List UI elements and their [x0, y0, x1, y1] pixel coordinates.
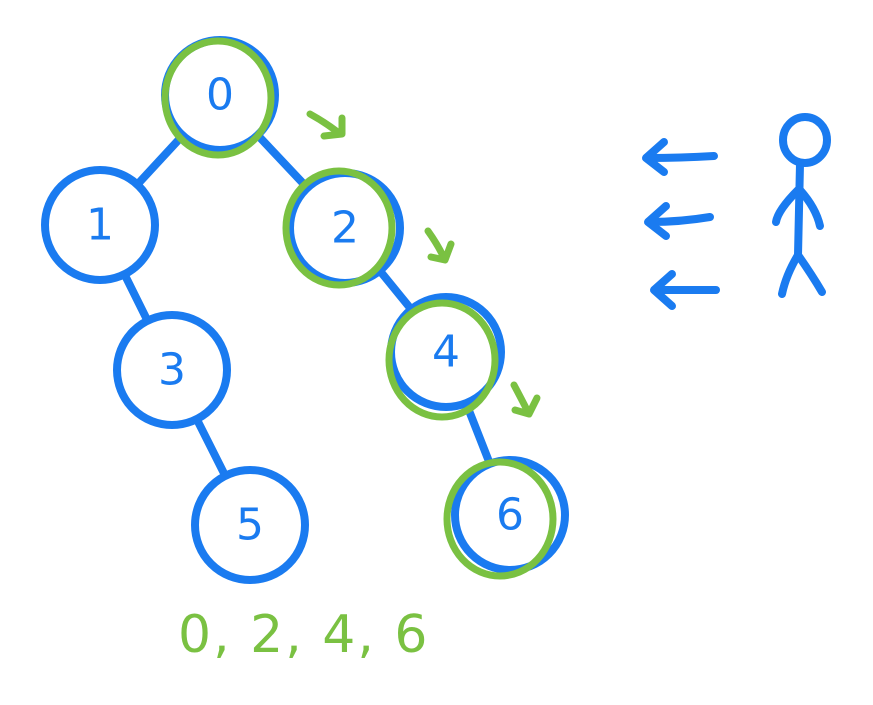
tree-node-6: 6 [455, 460, 565, 570]
viewing-arrows [646, 142, 716, 306]
node-label: 4 [432, 327, 460, 378]
stick-figure-icon [776, 117, 827, 294]
tree-node-3: 3 [117, 315, 227, 425]
tree-node-5: 5 [195, 470, 305, 580]
tree-edge-0-2 [258, 135, 308, 188]
tree-edge-2-4 [380, 271, 412, 310]
node-label: 2 [331, 203, 359, 254]
tree-nodes: 0 1 2 3 4 5 6 [45, 40, 565, 580]
node-label: 1 [86, 200, 114, 251]
node-label: 3 [158, 345, 186, 396]
node-label: 0 [206, 70, 234, 121]
left-arrow-icon [654, 274, 716, 306]
tree-edge-0-1 [137, 135, 182, 184]
left-arrow-icon [648, 206, 710, 236]
tree-edge-1-3 [124, 274, 147, 320]
tree-edge-3-5 [197, 419, 226, 476]
node-label: 6 [496, 490, 524, 541]
traversal-sequence: 0, 2, 4, 6 [178, 605, 430, 665]
node-label: 5 [236, 500, 264, 551]
arrow-4-to-6-icon [514, 385, 537, 414]
arrow-0-to-2-icon [310, 114, 342, 136]
tree-node-1: 1 [45, 170, 155, 280]
left-arrow-icon [646, 142, 714, 172]
tree-node-2: 2 [290, 173, 400, 283]
arrow-2-to-4-icon [428, 231, 451, 260]
